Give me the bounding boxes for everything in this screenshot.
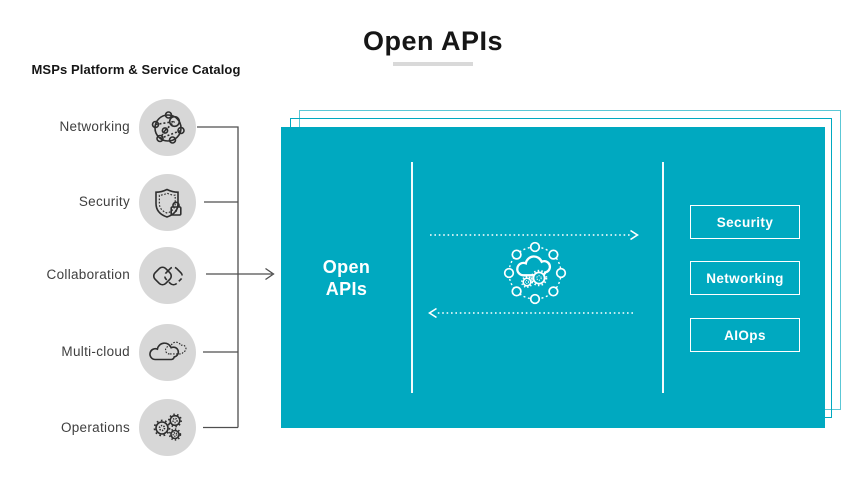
collaboration-icon-circle	[139, 247, 196, 304]
api-chip-security: Security	[690, 205, 800, 239]
gears-icon	[153, 413, 182, 441]
flow-graphics	[428, 229, 639, 319]
catalog-heading: MSPs Platform & Service Catalog	[31, 62, 241, 77]
open-apis-label: Open APIs	[281, 256, 412, 300]
arrow-right-head-icon	[265, 267, 275, 281]
catalog-item-multi-cloud: Multi-cloud	[61, 344, 130, 359]
multi-cloud-icon-circle	[139, 324, 196, 381]
catalog-item-operations: Operations	[60, 420, 130, 435]
multi-cloud-icon	[148, 341, 187, 360]
page-title: Open APIs	[362, 26, 504, 56]
open-apis-label-line1: Open	[322, 257, 371, 277]
open-apis-label-line2: APIs	[325, 279, 368, 299]
catalog-item-collaboration: Collaboration	[46, 267, 130, 282]
overlapping-squares-icon	[152, 265, 183, 286]
catalog-item-networking: Networking	[59, 119, 130, 134]
network-nodes-icon	[151, 110, 185, 144]
networking-icon-circle	[139, 99, 196, 156]
title-underline	[393, 62, 473, 66]
box-divider-right	[662, 162, 664, 393]
shield-lock-icon	[154, 188, 182, 218]
cloud-gears-network-icon	[503, 241, 567, 305]
open-apis-box: Open APIs	[281, 127, 825, 428]
box-divider-left	[411, 162, 413, 393]
catalog-item-security: Security	[78, 194, 130, 209]
api-chip-aiops: AIOps	[690, 318, 800, 352]
operations-icon-circle	[139, 399, 196, 456]
security-icon-circle	[139, 174, 196, 231]
api-chip-networking: Networking	[690, 261, 800, 295]
